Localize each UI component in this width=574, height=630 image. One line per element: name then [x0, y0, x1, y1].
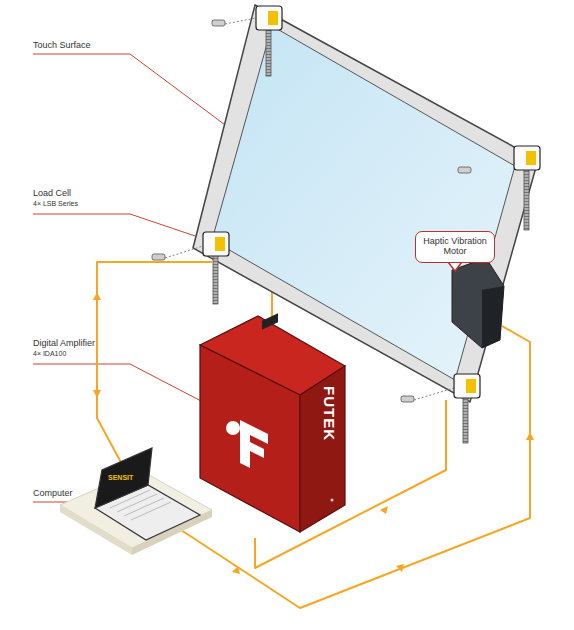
part-label: Digital Amplifier — [33, 338, 95, 348]
amplifier-front — [200, 345, 300, 532]
status-led — [331, 499, 334, 502]
laptop-screen — [95, 448, 152, 508]
brand-text: FUTEK — [321, 386, 338, 441]
callout-pointer — [448, 262, 462, 271]
part-label: Load Cell — [33, 188, 71, 198]
haptic-motor — [452, 258, 504, 348]
part-sublabel: 4× LSB Series — [33, 200, 78, 207]
part-label: Touch Surface — [33, 40, 91, 50]
callout-box: Haptic Vibration Motor — [415, 231, 495, 263]
touch-frame — [193, 5, 538, 402]
callout-text: Haptic Vibration Motor — [421, 236, 489, 257]
haptic-motor-side — [482, 286, 504, 348]
futek-logo — [226, 420, 268, 468]
usb-port — [262, 313, 278, 329]
screen-text: SENSIT — [108, 474, 133, 481]
part-sublabel: 4× IDA100 — [33, 350, 66, 357]
part-label: Computer — [33, 488, 73, 498]
amplifier-side — [300, 366, 345, 532]
